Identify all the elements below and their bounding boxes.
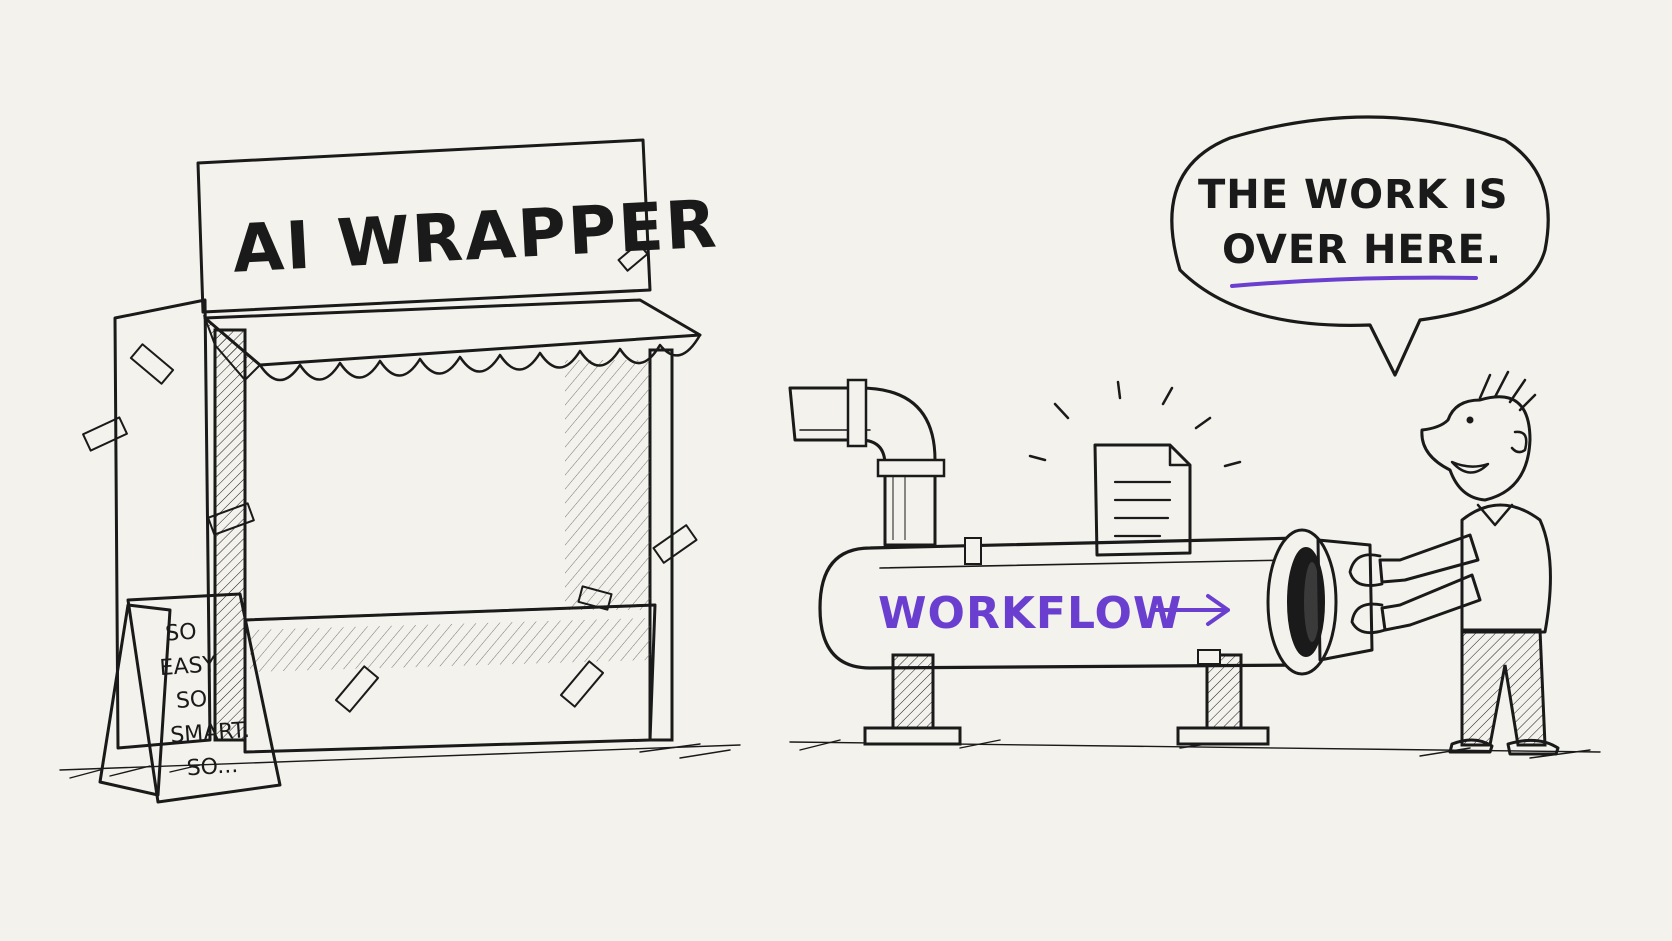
board-line-5: SO... — [186, 753, 239, 782]
speech-line-1: THE WORK IS — [1198, 172, 1509, 218]
pipe-clamp — [846, 378, 868, 448]
speech-line-2: OVER HERE. — [1222, 227, 1502, 273]
board-line-1: SO — [164, 619, 197, 646]
board-line-2: EASY. — [159, 652, 219, 681]
person-head — [1420, 395, 1532, 502]
pipe-support-right — [1205, 653, 1243, 737]
board-line-4: SMART. — [170, 718, 251, 748]
stall-sign-text: AI WRAPPER — [231, 185, 720, 287]
tape-patches — [82, 242, 698, 713]
awning-scallops — [258, 333, 702, 382]
stall-sign — [196, 138, 652, 314]
pipe-sleeve — [1316, 538, 1374, 662]
speech-underline — [1230, 275, 1478, 288]
sandwich-board — [126, 592, 282, 804]
board-line-3: SO — [175, 687, 208, 714]
person-torso — [1460, 503, 1552, 634]
sandwich-board-text: SO EASY. SO SMART. SO... — [159, 619, 251, 782]
person-eye — [1466, 416, 1474, 424]
sandwich-board-back — [98, 603, 172, 797]
ai-wrapper-stall: AI WRAPPER SO EASY. SO SMART. SO... — [82, 138, 720, 804]
pipe-clamp-2 — [876, 458, 946, 478]
main-pipe — [818, 536, 1307, 670]
person-arm-upper — [1378, 533, 1480, 584]
ground-shadow — [59, 739, 1601, 779]
workflow-pipe-machine: WORKFLOW — [788, 378, 1338, 746]
person-arm-lower — [1380, 573, 1482, 632]
pipe-label: WORKFLOW — [878, 588, 1182, 639]
stall-side-panel — [113, 298, 212, 750]
person-ear — [1510, 430, 1528, 454]
shine-lines — [1028, 380, 1242, 468]
document-icon — [1093, 443, 1192, 557]
speech-bubble: THE WORK IS OVER HERE. — [1170, 115, 1550, 377]
stall-left-post — [213, 328, 247, 742]
person-hair — [1478, 370, 1537, 412]
flow-arrow-icon — [1150, 594, 1230, 626]
person-mouth — [1450, 460, 1490, 474]
person-legs — [1460, 628, 1547, 747]
person-figure — [1316, 370, 1560, 756]
